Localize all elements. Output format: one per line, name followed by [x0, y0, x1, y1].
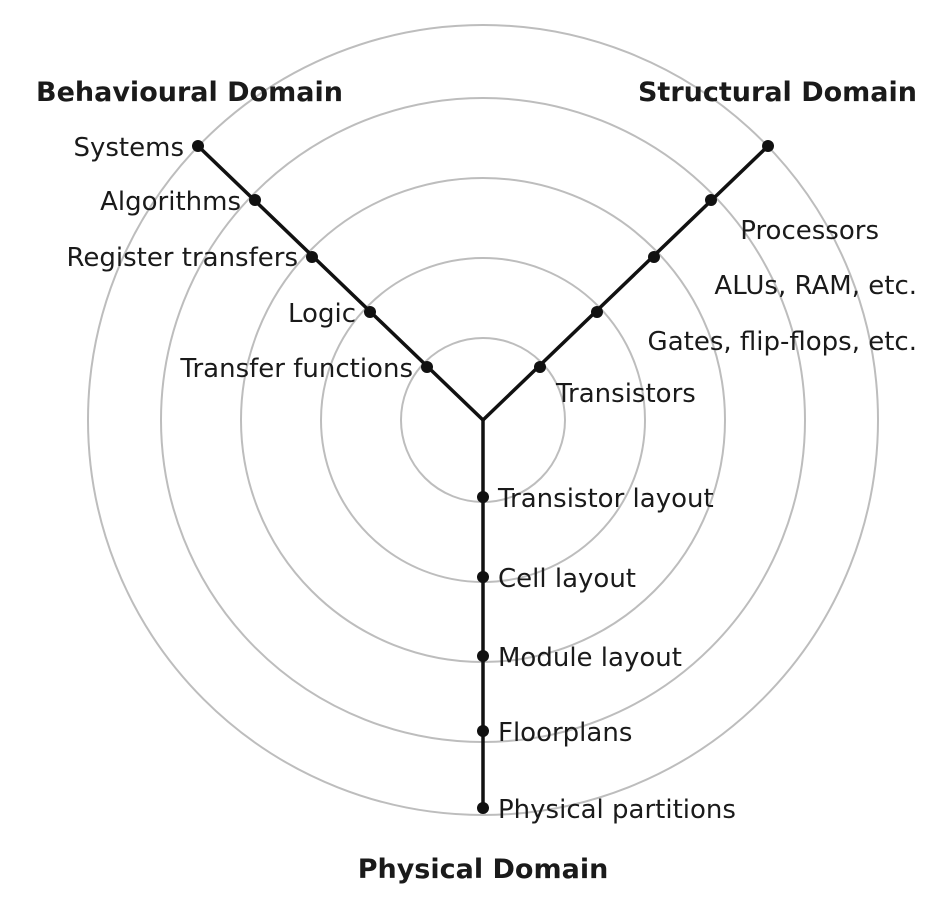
- physical-point-module-layout: [477, 650, 489, 662]
- physical-label-floorplans: Floorplans: [498, 718, 632, 748]
- behavioural-label-systems: Systems: [74, 133, 185, 163]
- physical-label-physical-partitions: Physical partitions: [498, 795, 736, 825]
- behavioural-point-systems: [192, 140, 204, 152]
- structural-point-alus-ram: [648, 251, 660, 263]
- behavioural-point-register-transfers: [306, 251, 318, 263]
- behavioural-label-transfer-functions: Transfer functions: [179, 354, 413, 384]
- behavioural-point-algorithms: [249, 194, 261, 206]
- physical-point-transistor-layout: [477, 491, 489, 503]
- behavioural-domain-title: Behavioural Domain: [36, 77, 343, 108]
- physical-label-module-layout: Module layout: [498, 643, 682, 673]
- physical-point-cell-layout: [477, 571, 489, 583]
- physical-point-physical-partitions: [477, 802, 489, 814]
- behavioural-axis: [196, 144, 485, 422]
- structural-point-1: [762, 140, 774, 152]
- behavioural-label-register-transfers: Register transfers: [66, 243, 298, 273]
- behavioural-label-algorithms: Algorithms: [100, 187, 241, 217]
- structural-axis: [481, 144, 770, 422]
- behavioural-label-logic: Logic: [288, 299, 356, 329]
- structural-label-gates: Gates, flip-flops, etc.: [648, 327, 917, 357]
- behavioural-point-logic: [364, 306, 376, 318]
- structural-label-alus-ram: ALUs, RAM, etc.: [714, 271, 917, 301]
- ring-level-1: [87, 24, 879, 816]
- behavioural-point-transfer-functions: [421, 361, 433, 373]
- structural-point-transistors: [534, 361, 546, 373]
- structural-label-processors: Processors: [740, 216, 879, 246]
- physical-point-floorplans: [477, 725, 489, 737]
- physical-domain-title: Physical Domain: [358, 854, 609, 885]
- structural-point-gates: [591, 306, 603, 318]
- physical-label-cell-layout: Cell layout: [498, 564, 636, 594]
- structural-label-transistors: Transistors: [555, 379, 696, 409]
- physical-label-transistor-layout: Transistor layout: [497, 484, 714, 514]
- structural-domain-title: Structural Domain: [638, 77, 917, 108]
- structural-point-processors: [705, 194, 717, 206]
